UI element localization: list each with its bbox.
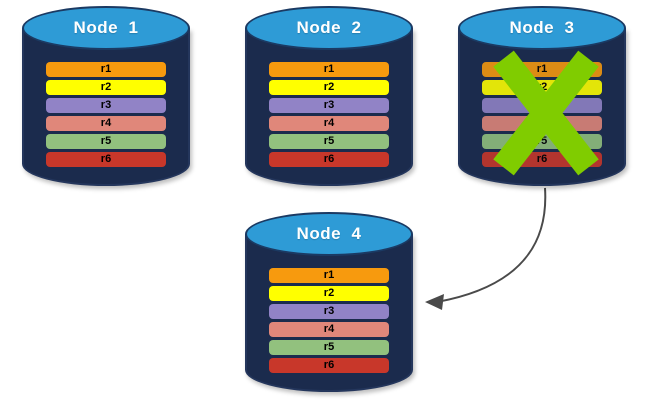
row-bar[interactable]: r4 <box>268 322 390 337</box>
row-bar[interactable]: r6 <box>268 152 390 167</box>
row-bar[interactable]: r5 <box>268 134 390 149</box>
row-bar[interactable]: r1 <box>268 62 390 77</box>
node-4-cylinder-top <box>245 212 413 256</box>
node-4[interactable]: Node 4 r1 r2 r3 r4 r5 r6 <box>245 212 413 392</box>
node-2[interactable]: Node 2 r1 r2 r3 r4 r5 r6 <box>245 6 413 186</box>
row-bar[interactable]: r3 <box>45 98 167 113</box>
row-bar[interactable]: r6 <box>481 152 603 167</box>
row-bar[interactable]: r5 <box>268 340 390 355</box>
row-bar[interactable]: r3 <box>481 98 603 113</box>
row-bar[interactable]: r4 <box>481 116 603 131</box>
node-2-rows: r1 r2 r3 r4 r5 r6 <box>268 62 390 167</box>
row-bar[interactable]: r2 <box>45 80 167 95</box>
row-bar[interactable]: r6 <box>45 152 167 167</box>
arrow-node3-to-node4 <box>425 187 547 310</box>
row-bar[interactable]: r1 <box>45 62 167 77</box>
node-1[interactable]: Node 1 r1 r2 r3 r4 r5 r6 <box>22 6 190 186</box>
node-1-cylinder-top <box>22 6 190 50</box>
node-4-rows: r1 r2 r3 r4 r5 r6 <box>268 268 390 373</box>
row-bar[interactable]: r6 <box>268 358 390 373</box>
node-3[interactable]: Node 3 r1 r2 r3 r4 r5 r6 <box>458 6 626 186</box>
row-bar[interactable]: r5 <box>481 134 603 149</box>
row-bar[interactable]: r4 <box>45 116 167 131</box>
row-bar[interactable]: r4 <box>268 116 390 131</box>
row-bar[interactable]: r3 <box>268 304 390 319</box>
row-bar[interactable]: r1 <box>481 62 603 77</box>
node-2-cylinder-top <box>245 6 413 50</box>
node-1-rows: r1 r2 r3 r4 r5 r6 <box>45 62 167 167</box>
row-bar[interactable]: r3 <box>268 98 390 113</box>
node-3-rows: r1 r2 r3 r4 r5 r6 <box>481 62 603 167</box>
row-bar[interactable]: r2 <box>268 80 390 95</box>
node-3-cylinder-top <box>458 6 626 50</box>
row-bar[interactable]: r2 <box>268 286 390 301</box>
row-bar[interactable]: r5 <box>45 134 167 149</box>
row-bar[interactable]: r1 <box>268 268 390 283</box>
row-bar[interactable]: r2 <box>481 80 603 95</box>
